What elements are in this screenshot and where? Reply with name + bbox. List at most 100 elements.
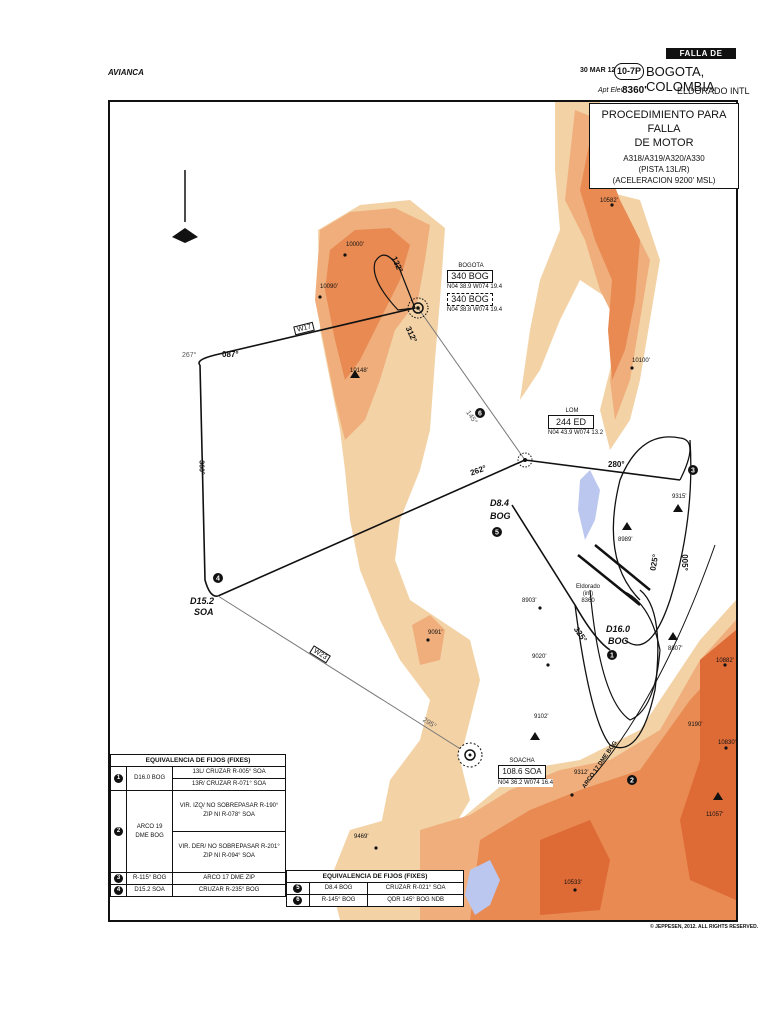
fix-number: 1 (114, 774, 123, 783)
label-d16-0: D16.0 (606, 624, 631, 634)
fix-desc: VIR. IZQ/ NO SOBREPASAR R-190° ZIP NI R-… (172, 790, 286, 832)
route-r145 (417, 307, 526, 461)
bog-coord-b: N04 38.8 W074 19.4 (447, 306, 503, 314)
fix-3-icon: 3 (688, 465, 698, 475)
vor-soa-icon (457, 742, 483, 768)
runway-13l (577, 554, 641, 606)
soa-freq: 108.6 SOA (498, 765, 546, 779)
fix-1-icon: 1 (607, 650, 617, 660)
elev-label: 8903' (522, 598, 537, 604)
route-holding-bog (373, 254, 416, 311)
svg-text:5: 5 (495, 530, 499, 537)
airport-name: ELDORADO INTL (677, 86, 750, 96)
label-r087: 087° (222, 350, 239, 359)
terrain-darkest-2 (540, 820, 610, 915)
route-d84-south (511, 504, 611, 651)
elev-label: 9315' (672, 494, 687, 500)
water (578, 470, 600, 540)
elev-label: 9091' (428, 630, 443, 636)
terrain-dark-south (470, 650, 736, 920)
elev-label: 10830' (718, 740, 736, 746)
fix-number: 2 (114, 827, 123, 836)
bog-navaid-box: BOGOTA 340 BOG N04 38.9 W074 19.4 340 BO… (447, 262, 503, 314)
north-arrow-icon (172, 170, 198, 243)
lom-icon (517, 452, 533, 468)
elev-label: 9469' (354, 834, 369, 840)
bog-freq-b: 340 BOG (447, 293, 493, 306)
fix-equivalence-table-2: EQUIVALENCIA DE FIJOS (FIXES) 5 D8.4 BOG… (286, 870, 464, 907)
chart-type-tag: FALLA DE MOTOR (666, 48, 736, 69)
elev-label: 9102' (534, 714, 549, 720)
terrain-map: 4 5 6 3 1 2 (172, 102, 736, 920)
label-soa: SOA (194, 607, 214, 617)
elev-label: 8807' (668, 646, 683, 652)
lom-freq: 244 ED (548, 415, 594, 429)
label-eldorado-elev: 8360 (581, 598, 595, 604)
label-r005: 005° (679, 554, 689, 571)
chart-number: 10-7P (614, 63, 644, 80)
label-bog-2: BOG (608, 636, 629, 646)
fix-number: 5 (293, 884, 303, 893)
route-soa-to-lom (217, 459, 526, 597)
fix-number: 4 (114, 886, 123, 895)
terrain-dark (325, 228, 410, 380)
label-eldorado-name: Eldorado (576, 584, 601, 590)
title-line-5: (ACELERACION 9200' MSL) (612, 176, 716, 185)
copyright: © JEPPESEN, 2012. ALL RIGHTS RESERVED. (650, 924, 759, 930)
soa-navaid-box: SOACHA 108.6 SOA N04 36.2 W074 16.4 (498, 757, 554, 787)
label-r360: 360° (197, 460, 205, 475)
fix-equivalence-table-1: EQUIVALENCIA DE FIJOS (FIXES) 1 D16.0 BO… (110, 754, 286, 897)
label-bog-1: BOG (490, 511, 511, 521)
fix-desc: CRUZAR R-021° SOA (367, 882, 464, 895)
fix-number: 3 (114, 874, 123, 883)
svg-text:4: 4 (216, 576, 220, 583)
fix-desc: VIR. DER/ NO SOBREPASAR R-201° ZIP NI R-… (172, 831, 286, 873)
fix-name: R-145° BOG (308, 894, 369, 907)
svg-text:1: 1 (610, 653, 614, 660)
fix-name: D16.0 BOG (125, 766, 174, 791)
elev-label: 8989' (618, 537, 633, 543)
water-2 (465, 860, 500, 915)
elev-label: 9020' (532, 654, 547, 660)
fix-name: ARCO 19 DME BOG (125, 790, 174, 873)
apt-elev-label: Apt Elev (598, 87, 625, 94)
apt-elev: 8360' (622, 85, 647, 96)
chart-date: 30 MAR 12 (580, 67, 616, 74)
runway-13r (594, 544, 651, 591)
route-loop-east (612, 436, 691, 601)
elev-label: 10882' (716, 658, 734, 664)
fix-number: 6 (293, 896, 303, 905)
elev-label: 10000' (346, 242, 364, 248)
fix-2-icon: 2 (627, 775, 637, 785)
bog-label: BOGOTA (458, 263, 484, 269)
soa-label: SOACHA (509, 758, 535, 764)
label-eldorado-int: (int) (582, 591, 594, 597)
fix-desc: QDR 145° BOG NDB (367, 894, 464, 907)
lom-label: LOM (565, 408, 579, 414)
bog-coord-a: N04 38.9 W074 19.4 (447, 283, 503, 291)
route-lom-east (524, 459, 681, 481)
route-west-leg (199, 364, 219, 597)
elev-label: 10533' (564, 880, 582, 886)
lom-coord: N04 43.9 W074 13.2 (548, 429, 604, 437)
fix-desc: 13R/ CRUZAR R-071° SOA (172, 778, 286, 791)
arc-17-dme (589, 544, 716, 781)
route-w23 (217, 595, 471, 756)
label-d8-4: D8.4 (490, 498, 510, 508)
elev-label: 10582' (600, 198, 618, 204)
fix-name: R-115° BOG (125, 872, 174, 885)
table2-title: EQUIVALENCIA DE FIJOS (FIXES) (286, 870, 464, 883)
elev-label: 10090' (320, 284, 338, 290)
title-line-4: (PISTA 13L/R) (638, 165, 690, 174)
lom-navaid-box: LOM 244 ED N04 43.9 W074 13.2 (548, 407, 604, 437)
fix-6-icon: 6 (475, 408, 485, 418)
map-frame: 4 5 6 3 1 2 PROCEDIMIENTO PARA FALLA DE … (108, 100, 739, 922)
elev-label: 9190' (688, 722, 703, 728)
fix-5-icon: 5 (492, 527, 502, 537)
svg-text:6: 6 (478, 411, 482, 418)
fix-name: D8.4 BOG (308, 882, 369, 895)
title-line-1: PROCEDIMIENTO PARA FALLA (601, 109, 727, 135)
company-name: AVIANCA (108, 68, 144, 77)
route-loop-south (574, 589, 659, 749)
label-d15-2: D15.2 (190, 596, 215, 606)
